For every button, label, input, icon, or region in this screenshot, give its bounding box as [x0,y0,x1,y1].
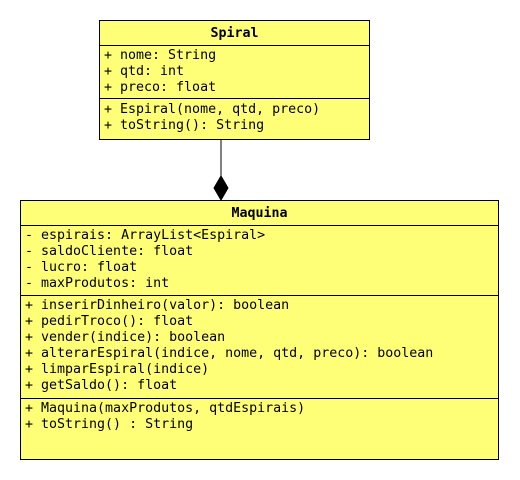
method-line: + inserirDinheiro(valor): boolean [25,298,290,313]
attribute-line: + qtd: int [104,64,185,79]
method-line: + toString(): String [104,118,265,133]
attribute-line: - espirais: ArrayList<Espiral> [25,228,266,243]
class-spiral: Spiral + nome: String + qtd: int + preco… [99,20,370,140]
attribute-line: - lucro: float [25,260,138,275]
class-maquina: Maquina - espirais: ArrayList<Espiral> -… [20,200,499,460]
constructor-line: + toString() : String [25,417,194,432]
constructor-line: + Maquina(maxProdutos, qtdEspirais) [25,401,306,416]
class-spiral-methods: + Espiral(nome, qtd, preco) + toString()… [100,99,369,139]
method-line: + alterarEspiral(indice, nome, qtd, prec… [25,346,434,361]
class-maquina-attributes: - espirais: ArrayList<Espiral> - saldoCl… [21,226,498,296]
attribute-line: - maxProdutos: int [25,276,170,291]
class-maquina-title: Maquina [21,201,498,226]
attribute-line: - saldoCliente: float [25,244,194,259]
class-maquina-constructors: + Maquina(maxProdutos, qtdEspirais) + to… [21,399,498,459]
method-line: + getSaldo(): float [25,378,178,393]
class-spiral-title: Spiral [100,21,369,46]
method-line: + limparEspiral(indice) [25,362,210,377]
method-line: + pedirTroco(): float [25,314,194,329]
method-line: + Espiral(nome, qtd, preco) [104,102,321,117]
attribute-line: + preco: float [104,80,217,95]
composition-diamond-icon [213,175,229,201]
method-line: + vender(indice): boolean [25,330,226,345]
class-spiral-attributes: + nome: String + qtd: int + preco: float [100,46,369,99]
class-maquina-methods: + inserirDinheiro(valor): boolean + pedi… [21,296,498,399]
attribute-line: + nome: String [104,48,217,63]
